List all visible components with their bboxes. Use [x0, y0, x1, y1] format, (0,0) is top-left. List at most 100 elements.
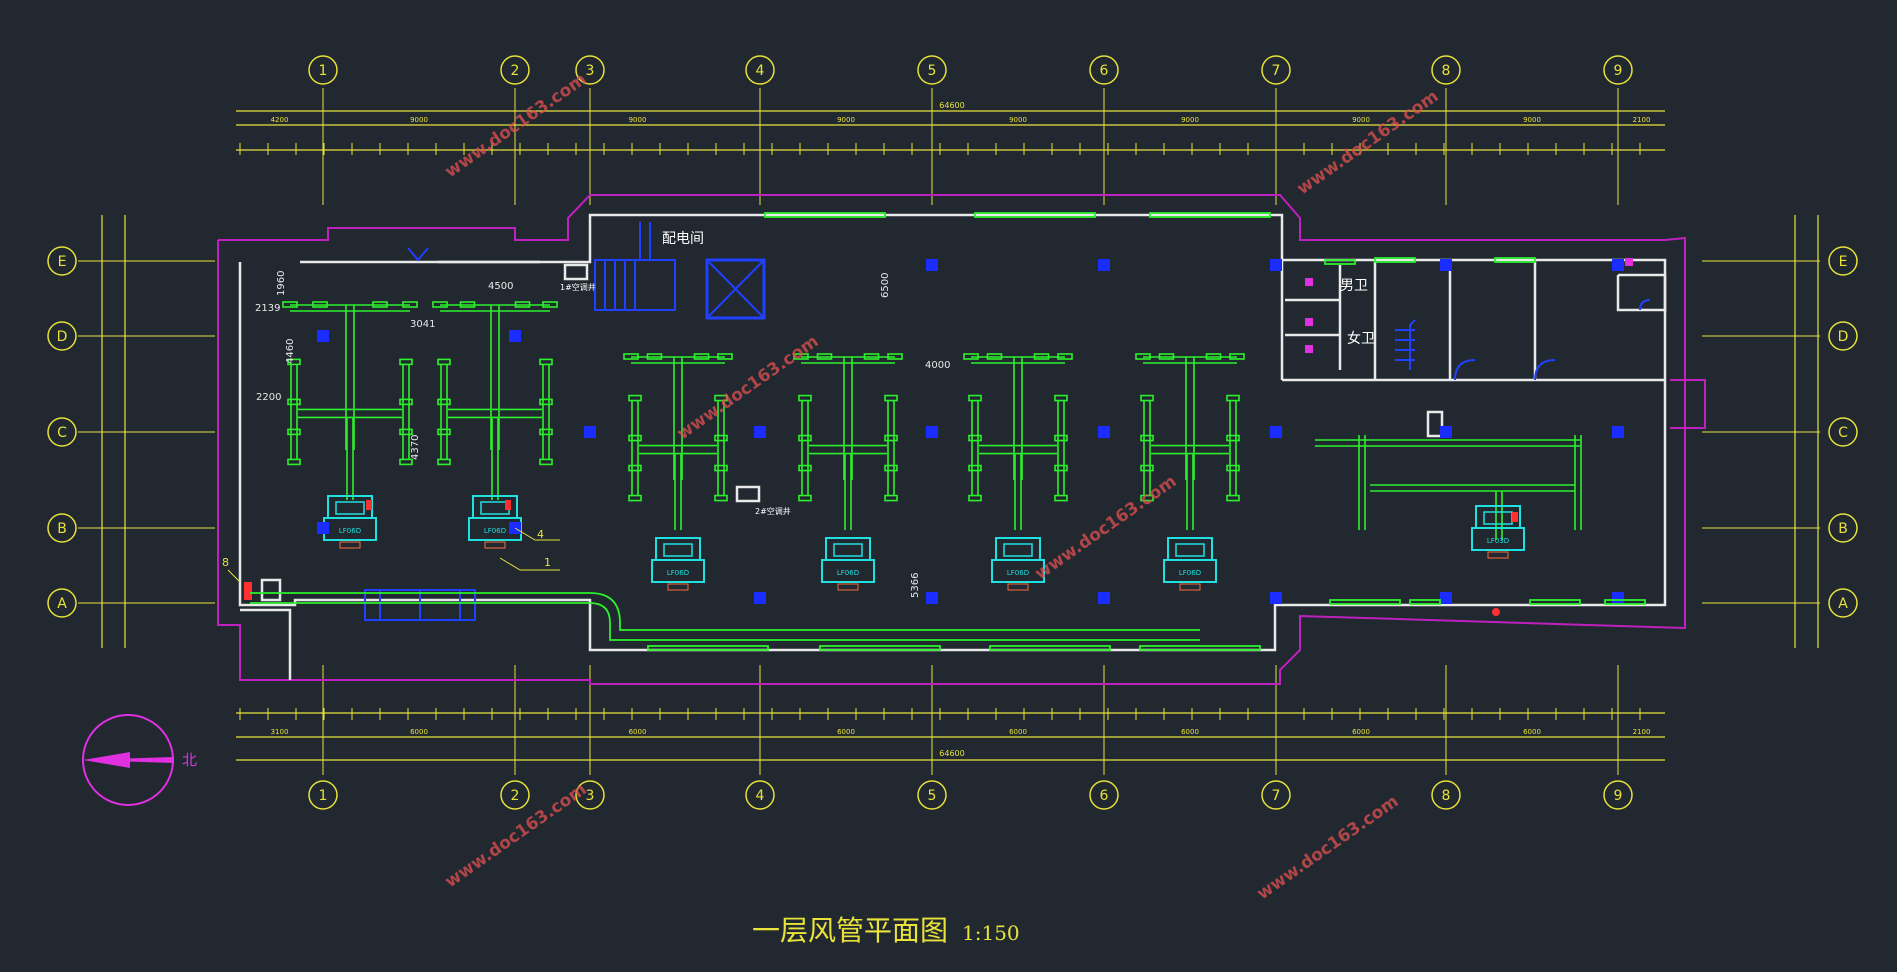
diffuser — [628, 494, 642, 502]
axis-label-1: 1 — [319, 63, 328, 79]
watermark-text: www.doc163.com — [673, 331, 822, 444]
bottom-dim-text: 6000 — [410, 728, 428, 736]
top-dim-text: 4200 — [271, 116, 289, 124]
ahu-label: LF06D — [339, 527, 361, 535]
axis-label-2: 2 — [511, 63, 520, 79]
stairs-and-lifts — [364, 222, 1651, 621]
structural-column — [1612, 592, 1624, 604]
axis-bubble-5 — [917, 780, 947, 810]
axis-bubble-A — [47, 588, 77, 618]
axis-bubble-D — [47, 321, 77, 351]
ahu-base — [484, 541, 506, 549]
overall-dimension-bottom: 64600 — [939, 749, 964, 758]
diffuser — [863, 353, 880, 360]
axis-label-A: A — [1838, 596, 1848, 612]
axis-bubble-4 — [745, 780, 775, 810]
axis-label-D: D — [57, 329, 68, 345]
axis-label-A: A — [57, 596, 67, 612]
top-dim-text: 9000 — [1181, 116, 1199, 124]
axis-label-9: 9 — [1614, 63, 1623, 79]
axis-bubble-8 — [1431, 780, 1461, 810]
drawing-scale-text: 1:150 — [962, 921, 1020, 945]
dimension-text: 4200310090006000900060009000600090006000… — [271, 116, 1651, 736]
ahu-base — [837, 583, 859, 591]
diffuser — [714, 464, 728, 472]
diffuser — [402, 301, 418, 308]
diffuser — [714, 434, 728, 442]
diffuser — [884, 464, 898, 472]
structural-column — [1440, 426, 1452, 438]
ahu-fan — [1483, 511, 1513, 525]
diffuser — [1135, 353, 1151, 360]
ahu-label: LF06D — [484, 527, 506, 535]
structural-column — [754, 426, 766, 438]
diffuser — [542, 301, 558, 308]
bottom-dim-text: 2100 — [1633, 728, 1651, 736]
diffuser — [628, 464, 642, 472]
axis-bubble-3 — [575, 780, 605, 810]
diffuser — [884, 494, 898, 502]
room-label-electric: 配电间 — [662, 231, 704, 247]
axis-label-C: C — [57, 425, 67, 441]
diffuser — [399, 458, 413, 466]
ahu-fan — [663, 543, 693, 557]
ahu-fan — [1003, 543, 1033, 557]
structural-column — [1098, 426, 1110, 438]
diffuser — [968, 434, 982, 442]
callouts: 4 1 8 — [222, 527, 560, 583]
room-labels: 配电间 男卫 女卫 1#空调井 2#空调井 — [560, 231, 1375, 516]
axis-bubble-E — [47, 246, 77, 276]
duct-accessories — [244, 500, 1518, 616]
structural-column — [754, 592, 766, 604]
ahu-coil — [1163, 559, 1217, 583]
diffuser — [287, 428, 301, 436]
dim-4500: 4500 — [488, 281, 513, 292]
diffuser — [986, 353, 1003, 360]
north-label: 北 — [182, 751, 197, 769]
axis-label-6: 6 — [1100, 788, 1109, 804]
ahu-label: LF06D — [1007, 569, 1029, 577]
structural-column — [926, 426, 938, 438]
axis-label-3: 3 — [586, 788, 595, 804]
diffuser — [968, 394, 982, 402]
axis-label-B: B — [57, 521, 67, 537]
axis-bubble-7 — [1261, 780, 1291, 810]
structural-column — [1440, 259, 1452, 271]
bottom-dim-text: 6000 — [1009, 728, 1027, 736]
diffuser — [646, 353, 663, 360]
ahu-coil — [651, 559, 705, 583]
diffuser — [399, 358, 413, 366]
top-dim-text: 2100 — [1633, 116, 1651, 124]
diffuser — [628, 394, 642, 402]
structural-column — [926, 259, 938, 271]
top-dim-text: 9000 — [837, 116, 855, 124]
ahu-label: LF03D — [1487, 537, 1509, 545]
diffuser — [623, 353, 639, 360]
ahu-fan — [833, 543, 863, 557]
room-label-female-wc: 女卫 — [1347, 330, 1375, 347]
bottom-dim-text: 6000 — [1352, 728, 1370, 736]
structural-column — [1270, 259, 1282, 271]
top-dim-text: 9000 — [1352, 116, 1370, 124]
axis-label-C: C — [1838, 425, 1848, 441]
axis-bubble-4 — [745, 55, 775, 85]
structural-column — [1612, 426, 1624, 438]
overall-dimension-top: 64600 — [939, 101, 964, 110]
axis-bubble-2 — [500, 55, 530, 85]
axis-label-B: B — [1838, 521, 1848, 537]
diffuser — [1140, 434, 1154, 442]
top-dim-text: 9000 — [410, 116, 428, 124]
axis-label-D: D — [1838, 329, 1849, 345]
diffuser — [1205, 353, 1222, 360]
bottom-dim-text: 6000 — [1523, 728, 1541, 736]
room-label-male-wc: 男卫 — [1340, 278, 1368, 294]
ahu-label: LF06D — [667, 569, 689, 577]
diffuser — [1226, 434, 1240, 442]
axis-bubble-9 — [1603, 780, 1633, 810]
diffuser — [287, 358, 301, 366]
diffuser — [459, 301, 476, 308]
diffuser — [1054, 494, 1068, 502]
ahu-base — [1007, 583, 1029, 591]
callout-8: 8 — [222, 556, 229, 569]
